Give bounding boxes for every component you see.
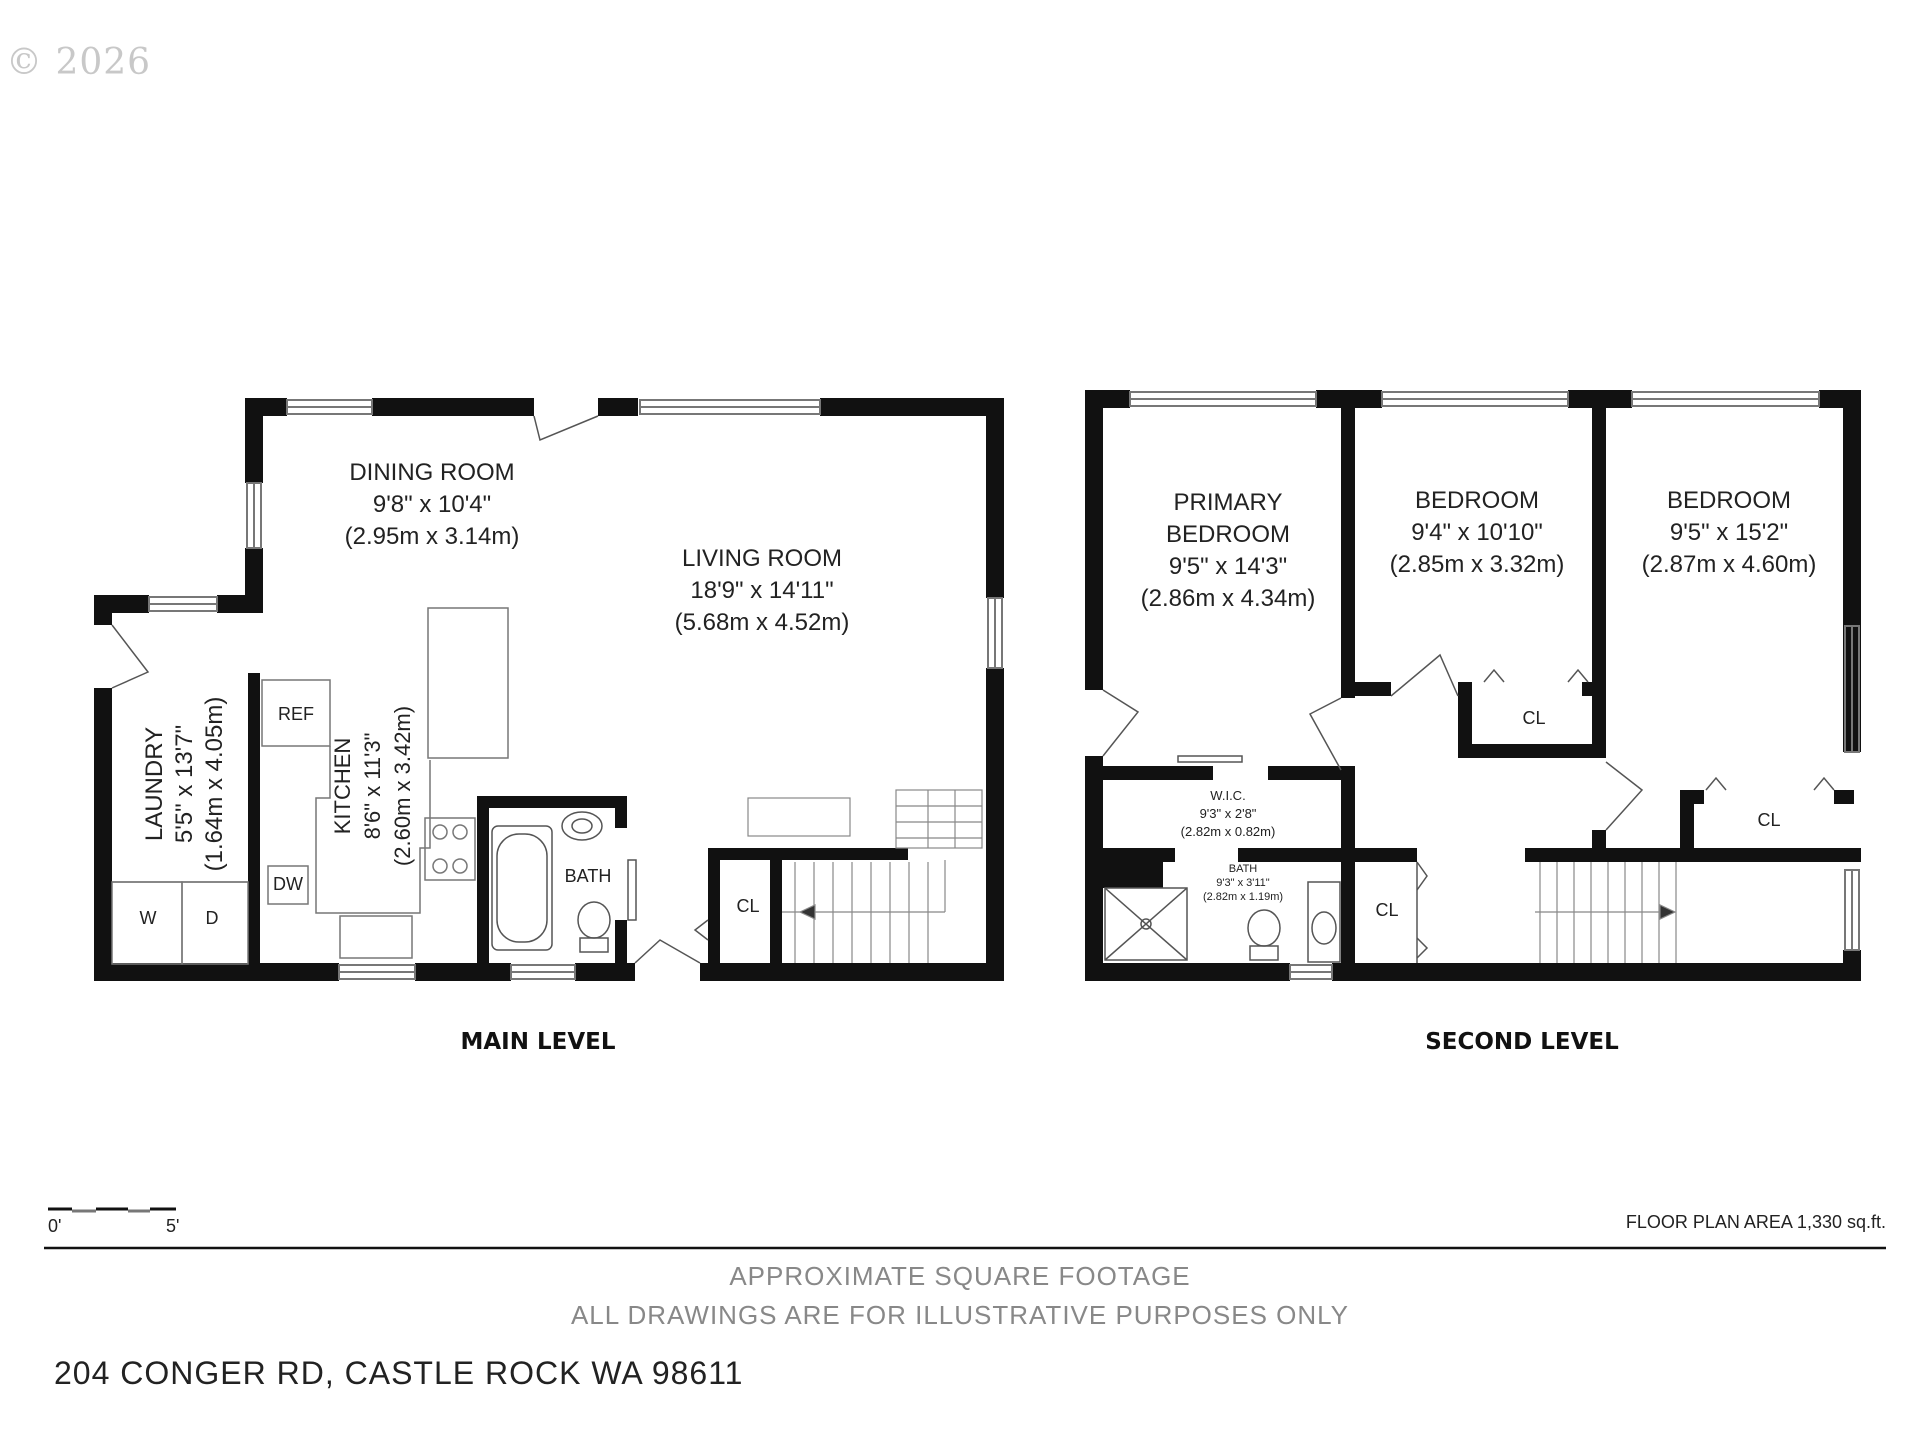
dining-room-dim-m: (2.95m x 3.14m): [345, 523, 520, 550]
living-room-name: LIVING ROOM: [682, 545, 842, 572]
dining-room-name: DINING ROOM: [349, 459, 514, 486]
bath-fixtures: [491, 811, 637, 953]
bedroom3-closet-label: CL: [1757, 810, 1780, 830]
floor-plan-area: FLOOR PLAN AREA 1,330 sq.ft.: [1626, 1212, 1886, 1232]
primary-bedroom-name-line2: BEDROOM: [1166, 521, 1290, 548]
disclaimer-line1: APPROXIMATE SQUARE FOOTAGE: [729, 1261, 1190, 1291]
main-bath-label: BATH: [565, 866, 612, 886]
kitchen-name: KITCHEN: [330, 738, 355, 835]
main-level-doors: [111, 415, 709, 964]
hall-closet-label: CL: [1375, 900, 1398, 920]
kitchen-fixtures: [111, 607, 509, 965]
disclaimer-line2: ALL DRAWINGS ARE FOR ILLUSTRATIVE PURPOS…: [571, 1300, 1349, 1330]
range: [424, 817, 476, 881]
bedroom3-name: BEDROOM: [1667, 487, 1791, 514]
main-level-title: MAIN LEVEL: [460, 1029, 615, 1055]
second-level-windows: [1129, 391, 1860, 980]
primary-bedroom-name-line1: PRIMARY: [1174, 489, 1283, 516]
laundry-dim-ft: 5'5" x 13'7": [171, 725, 198, 843]
copyright-watermark: © 2026: [6, 42, 152, 83]
living-room-dim-ft: 18'9" x 14'11": [690, 577, 833, 604]
scale-end-label: 5': [166, 1216, 179, 1236]
upper-bath-fixtures: [1104, 881, 1341, 963]
bedroom2-dim-m: (2.85m x 3.32m): [1390, 551, 1565, 578]
kitchen-dim-ft: 8'6" x 11'3": [360, 733, 385, 840]
scale-bar: 0' 5': [48, 1207, 179, 1236]
second-level-title: SECOND LEVEL: [1425, 1029, 1619, 1055]
scale-start-label: 0': [48, 1216, 61, 1236]
bedroom2-closet-label: CL: [1522, 708, 1545, 728]
second-level-walls: [1085, 390, 1861, 981]
main-level-walls: [94, 398, 1004, 981]
main-level-plan: [94, 398, 1004, 981]
second-level-labels: PRIMARY BEDROOM 9'5" x 14'3" (2.86m x 4.…: [1141, 487, 1817, 920]
main-level-windows: [148, 399, 1003, 980]
main-closet-label: CL: [736, 896, 759, 916]
dishwasher: [267, 865, 309, 905]
wic-dim-m: (2.82m x 0.82m): [1181, 824, 1276, 839]
kitchen-sink: [339, 915, 413, 959]
kitchen-dim-m: (2.60m x 3.42m): [390, 706, 415, 866]
wic-name: W.I.C.: [1210, 788, 1245, 803]
upper-bath-dim-ft: 9'3" x 3'11": [1216, 877, 1269, 889]
bedroom2-name: BEDROOM: [1415, 487, 1539, 514]
bedroom3-dim-m: (2.87m x 4.60m): [1642, 551, 1817, 578]
bedroom3-dim-ft: 9'5" x 15'2": [1670, 519, 1788, 546]
washer-label: W: [140, 908, 157, 928]
dw-label: DW: [273, 874, 303, 894]
main-stairs: [747, 789, 983, 963]
property-address: 204 CONGER RD, CASTLE ROCK WA 98611: [54, 1355, 743, 1391]
scale-bar-segments: [48, 1207, 176, 1213]
dryer-label: D: [206, 908, 219, 928]
dining-room-dim-ft: 9'8" x 10'4": [373, 491, 491, 518]
bedroom2-dim-ft: 9'4" x 10'10": [1411, 519, 1543, 546]
laundry-name: LAUNDRY: [141, 727, 168, 841]
primary-bedroom-dim-ft: 9'5" x 14'3": [1169, 553, 1287, 580]
primary-bedroom-dim-m: (2.86m x 4.34m): [1141, 585, 1316, 612]
ref-label: REF: [278, 704, 314, 724]
upper-bath-name: BATH: [1229, 863, 1258, 875]
main-level-labels: DINING ROOM 9'8" x 10'4" (2.95m x 3.14m)…: [140, 459, 850, 928]
refrigerator: [261, 679, 331, 747]
wic-dim-ft: 9'3" x 2'8": [1200, 806, 1257, 821]
living-room-dim-m: (5.68m x 4.52m): [675, 609, 850, 636]
upper-bath-dim-m: (2.82m x 1.19m): [1203, 891, 1283, 903]
second-level-doors: [1102, 653, 1835, 963]
laundry-dim-m: (1.64m x 4.05m): [201, 697, 228, 872]
upper-stairs: [1535, 862, 1677, 963]
second-level-plan: [1085, 390, 1861, 981]
